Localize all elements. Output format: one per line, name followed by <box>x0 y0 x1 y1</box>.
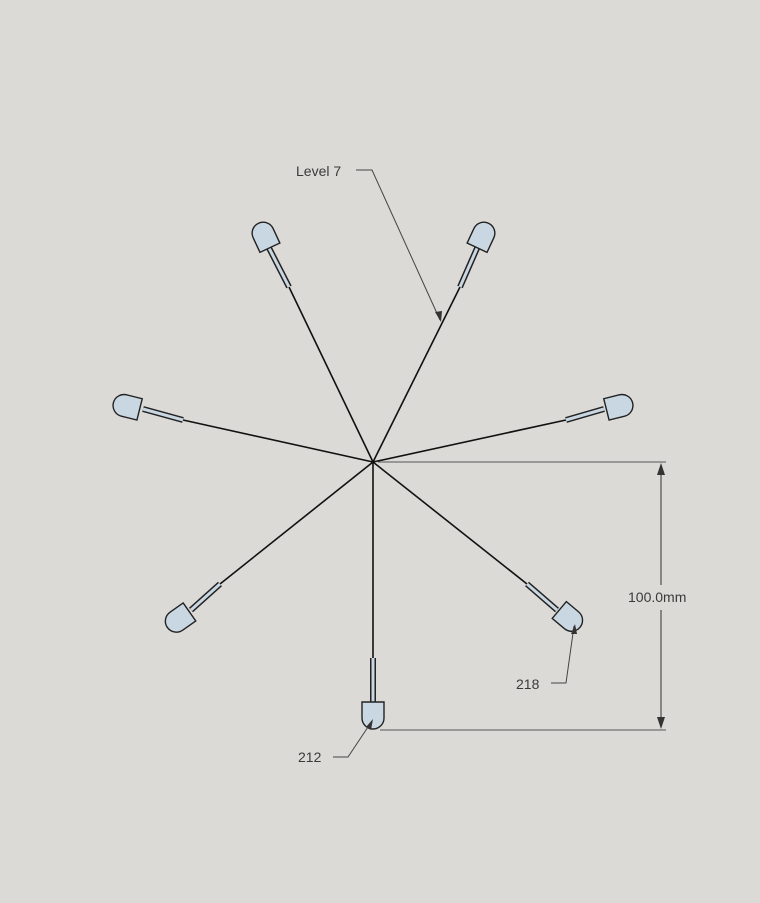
arm-bulb-head <box>164 601 197 633</box>
dimension-label: 100.0mm <box>628 589 686 605</box>
arm-4 <box>372 393 634 463</box>
arm-2 <box>372 221 496 463</box>
arm-stem <box>458 245 480 288</box>
leader-212-line <box>333 720 373 758</box>
leader-212-arrow <box>366 719 373 730</box>
arm-bulb-head <box>466 221 496 254</box>
arm-wire <box>372 419 567 463</box>
arm-6 <box>372 461 584 632</box>
arm-wire <box>182 419 374 463</box>
leader-218-arrow <box>571 624 577 634</box>
dimension-arrow-bottom <box>657 717 665 729</box>
arm-stem <box>142 407 184 422</box>
arm-1 <box>251 221 374 463</box>
leader-212: 212 <box>298 719 373 765</box>
leader-level-line <box>356 169 441 321</box>
ref-218-label: 218 <box>516 676 540 692</box>
arm-bulb-head <box>112 393 144 421</box>
arm-7 <box>361 462 385 730</box>
arms-group <box>112 221 634 730</box>
leader-level: Level 7 <box>296 163 442 322</box>
arm-wire <box>372 461 528 585</box>
leader-level-arrow <box>435 311 442 322</box>
arm-5 <box>164 461 374 633</box>
arm-stem <box>189 582 222 612</box>
level-label: Level 7 <box>296 163 341 179</box>
arm-wire <box>372 286 461 463</box>
arm-wire <box>219 461 374 585</box>
arm-stem <box>526 582 558 612</box>
leader-218-line <box>551 625 575 684</box>
leader-218: 218 <box>516 624 577 692</box>
arm-bulb-head <box>602 393 634 421</box>
arm-wire <box>288 286 374 463</box>
ref-212-label: 212 <box>298 749 322 765</box>
arm-bulb-head <box>251 221 281 254</box>
arm-stem <box>565 407 605 422</box>
arm-stem <box>266 245 291 288</box>
arm-bulb-head <box>361 701 385 730</box>
dimension-arrow-top <box>657 463 665 475</box>
arm-3 <box>112 393 374 463</box>
dimension-100mm: 100.0mm <box>378 461 686 731</box>
arm-bulb-head <box>551 600 584 632</box>
